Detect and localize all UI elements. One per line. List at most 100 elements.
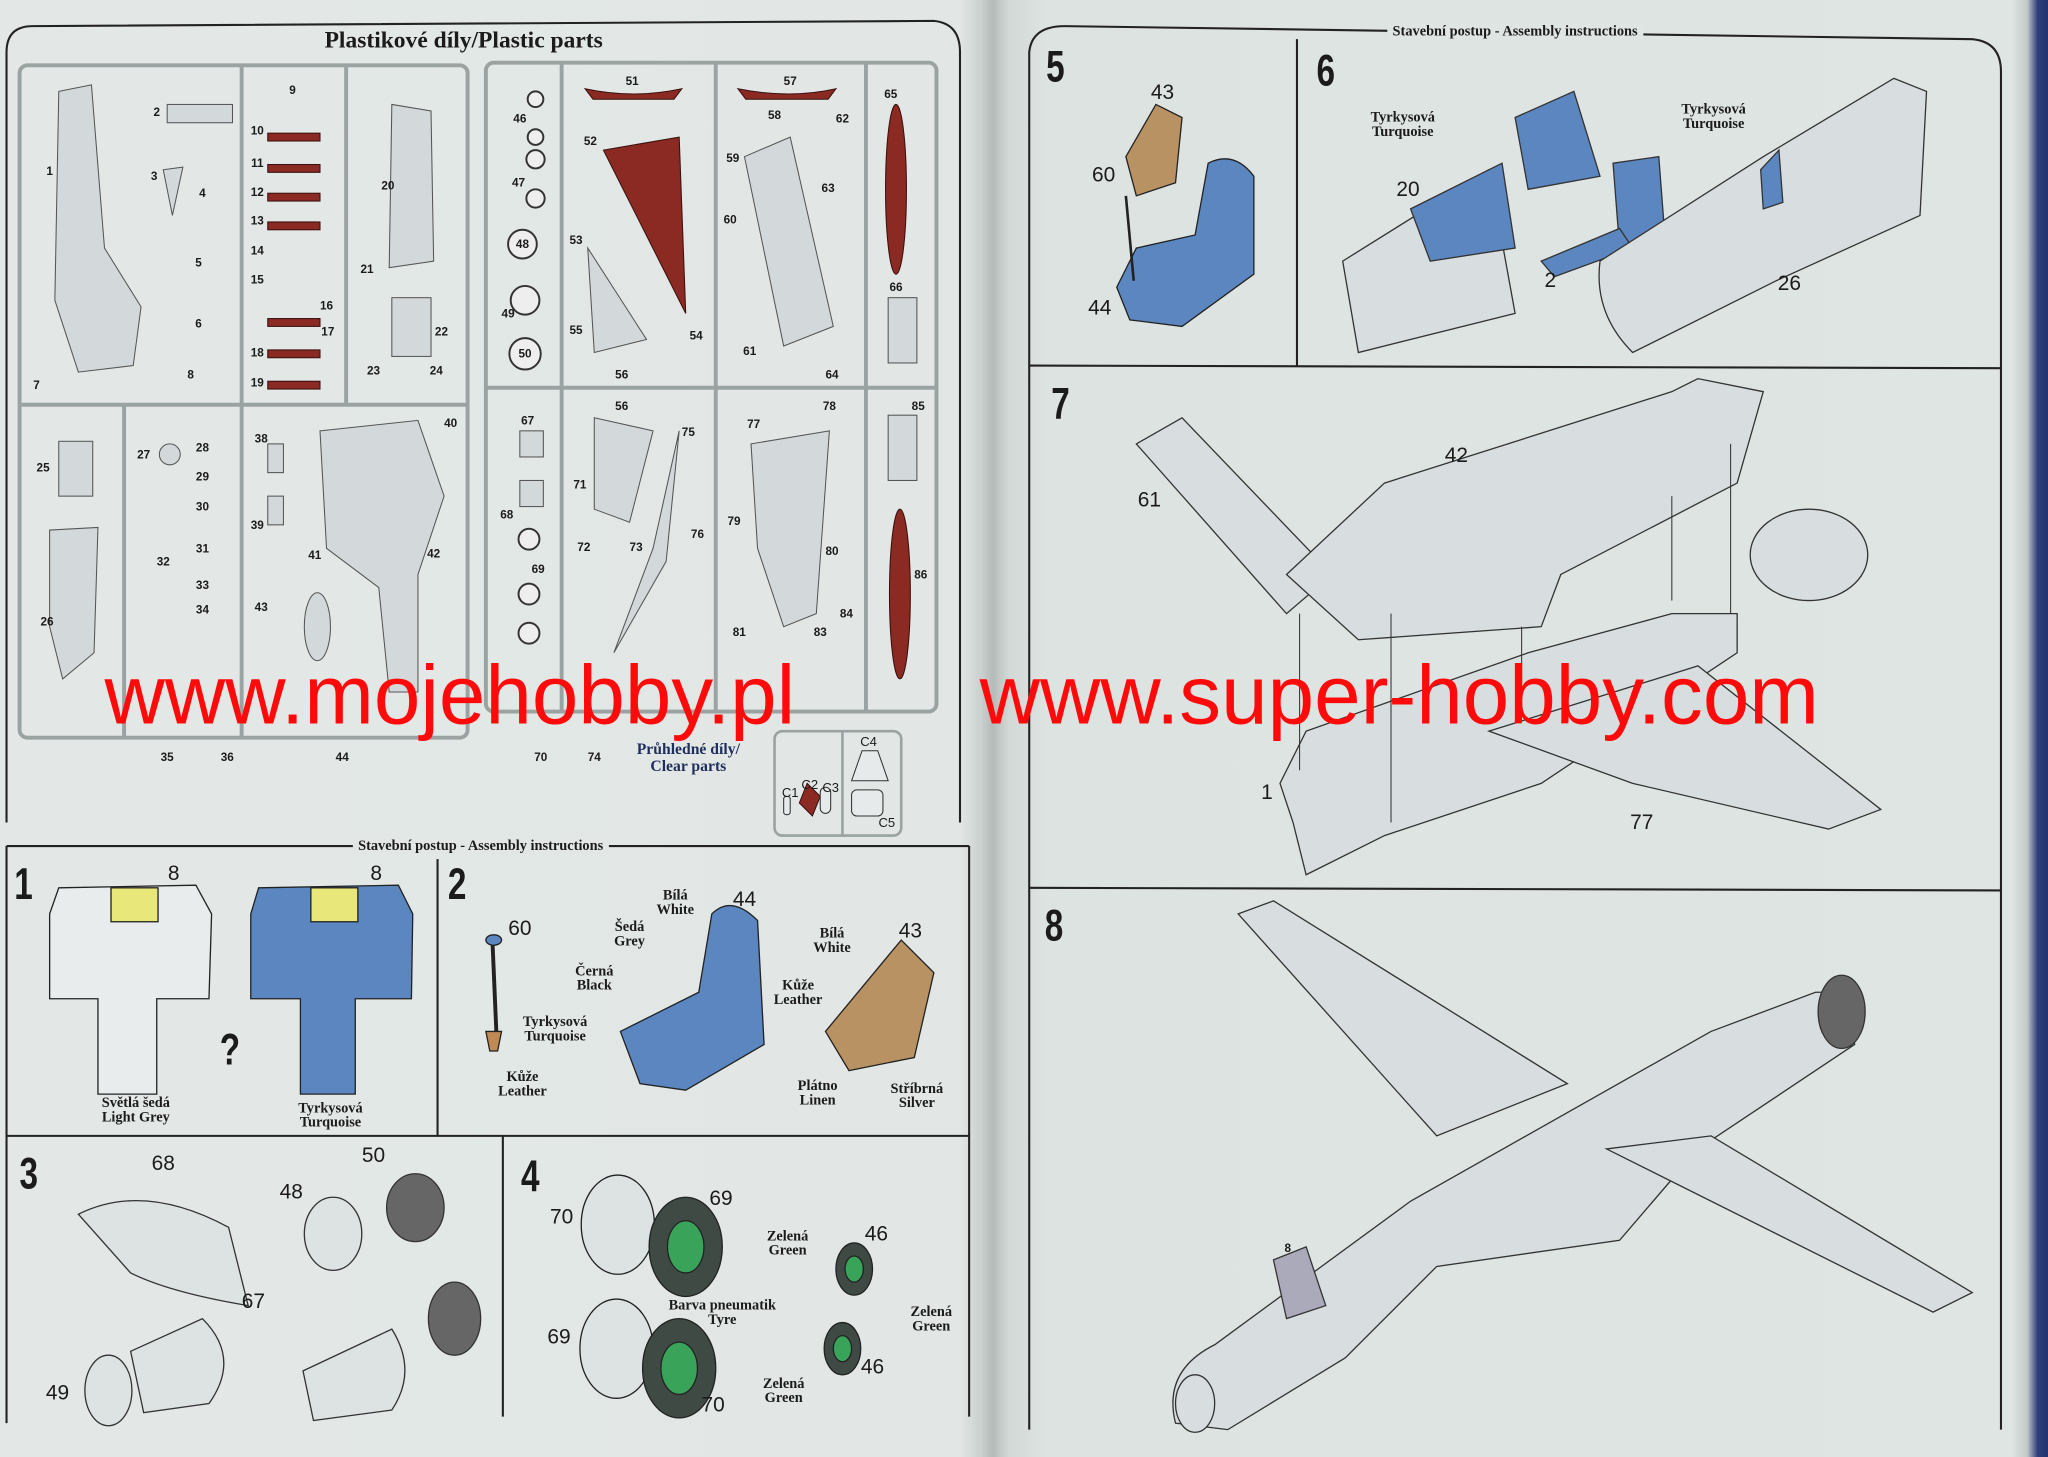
part-number: 20	[1396, 178, 1420, 202]
sprue-part-number: 5	[195, 255, 202, 269]
sprue-part-number: 64	[825, 368, 839, 382]
ejection-seat-43	[824, 939, 935, 1072]
label-line: Turquoise	[299, 1114, 362, 1131]
sprue-part-number: 4	[199, 186, 206, 200]
wing-right	[1604, 1135, 1974, 1313]
clear-part-number: C5	[878, 816, 896, 832]
ring-48	[303, 1196, 363, 1272]
sprue-part-number: 58	[767, 108, 782, 122]
exhaust-50	[385, 1173, 445, 1243]
sprue-part-number: 72	[577, 540, 591, 554]
sprue-part-number: 86	[914, 567, 928, 581]
sprue-part-number: 68	[500, 507, 514, 521]
sprue-part-number: 53	[569, 233, 583, 247]
part-number: 43	[898, 920, 922, 943]
sprue-part-number: 13	[250, 214, 264, 228]
clear-part-number: C4	[860, 735, 877, 751]
part-number: 68	[151, 1152, 175, 1176]
sprue-part-number: 31	[195, 541, 209, 555]
step-number-4: 4	[521, 1152, 540, 1202]
step-divider	[1029, 886, 2001, 892]
sprue-part-number: 7	[33, 378, 40, 392]
canopy	[1272, 1245, 1327, 1320]
label-line: Šedá	[614, 919, 645, 935]
part-number: 48	[279, 1181, 303, 1204]
sprue-part-number: 63	[821, 181, 835, 195]
label-line: Green	[764, 1390, 803, 1407]
sprue-part-number: 85	[911, 399, 925, 413]
sprue-part-number: 20	[381, 178, 395, 192]
step-number-8: 8	[1044, 901, 1064, 952]
part-number: 26	[1777, 272, 1802, 296]
part-number: 8	[1284, 1241, 1292, 1255]
wing-part	[593, 417, 654, 523]
fuselage-half-part	[319, 419, 445, 693]
part-number: 70	[550, 1206, 574, 1229]
instrument-panel-grey	[48, 884, 213, 1095]
fuselage-lower-1	[1279, 612, 1738, 876]
sprue-part-number: 40	[444, 416, 458, 430]
fuselage-upper-42	[1285, 377, 1765, 641]
label-line: Grey	[614, 933, 645, 950]
ejection-seat-43	[1125, 103, 1183, 197]
sprue-part-number: 27	[137, 447, 151, 461]
label-line: Plátno	[797, 1078, 838, 1095]
sprue-part-number: 26	[40, 614, 54, 628]
part-number: 2	[1544, 270, 1557, 293]
sprue-part-number: 54	[689, 329, 703, 343]
watermark-mojehobby: www.mojehobby.pl	[104, 647, 796, 742]
instrument-panel-turquoise	[250, 884, 414, 1095]
sprue-part-number: 11	[251, 156, 264, 170]
sprue-part-number: 81	[732, 625, 746, 639]
part-number: 8	[370, 863, 382, 886]
exhaust-nozzle	[1749, 508, 1869, 602]
label-line: Světlá šedá	[101, 1095, 170, 1112]
sprue-part-number: 1	[46, 164, 53, 178]
wing-part	[587, 246, 648, 354]
left-page-frame	[5, 19, 962, 823]
clear-parts-label-en: Clear parts	[650, 756, 727, 775]
sprue-part-number: 76	[690, 527, 705, 541]
sprue-part-number: 49	[501, 306, 515, 320]
sprue-part-number: 62	[835, 112, 849, 126]
label-line: Kůže	[506, 1069, 539, 1085]
watermark-super-hobby: www.super-hobby.com	[979, 647, 1819, 742]
label-line: Černá	[575, 963, 614, 980]
assembly-header: Stavební postup - Assembly instructions	[352, 838, 609, 854]
sprue-part-number: 16	[319, 298, 334, 313]
sprue-part-number: 21	[360, 262, 374, 276]
label-line: Tyre	[708, 1312, 737, 1328]
sprue-part-number: 39	[250, 518, 264, 532]
sprue-part-number: 84	[839, 607, 853, 621]
step-number-1: 1	[14, 859, 33, 910]
label-line: Bílá	[662, 887, 688, 904]
sprue-part-number: 12	[250, 185, 264, 199]
sprue-part-number: 34	[195, 603, 209, 617]
sprue-part-number: 70	[534, 750, 548, 764]
sprue-part-number: 47	[511, 176, 526, 190]
sprue-part-number: 8	[187, 368, 194, 382]
wing-part	[613, 430, 680, 654]
sprue-part-number: 23	[367, 364, 381, 378]
label-line: White	[656, 902, 695, 918]
label-line: Tyrkysová	[1681, 101, 1746, 118]
sprue-part-number: 9	[289, 83, 296, 97]
sprue-part-number: 33	[195, 578, 209, 592]
part-number: 60	[1092, 164, 1116, 187]
sprue-part-number: 28	[195, 441, 209, 455]
sprue-part-number: 48	[515, 237, 529, 251]
label-line: White	[813, 940, 851, 956]
sprue-part-number: 52	[583, 134, 597, 148]
sprue-part-number: 65	[884, 87, 898, 101]
sprue-part-number: 35	[160, 750, 174, 764]
label-line: Barva pneumatik	[668, 1297, 776, 1314]
clear-part-number: C1	[781, 786, 799, 801]
